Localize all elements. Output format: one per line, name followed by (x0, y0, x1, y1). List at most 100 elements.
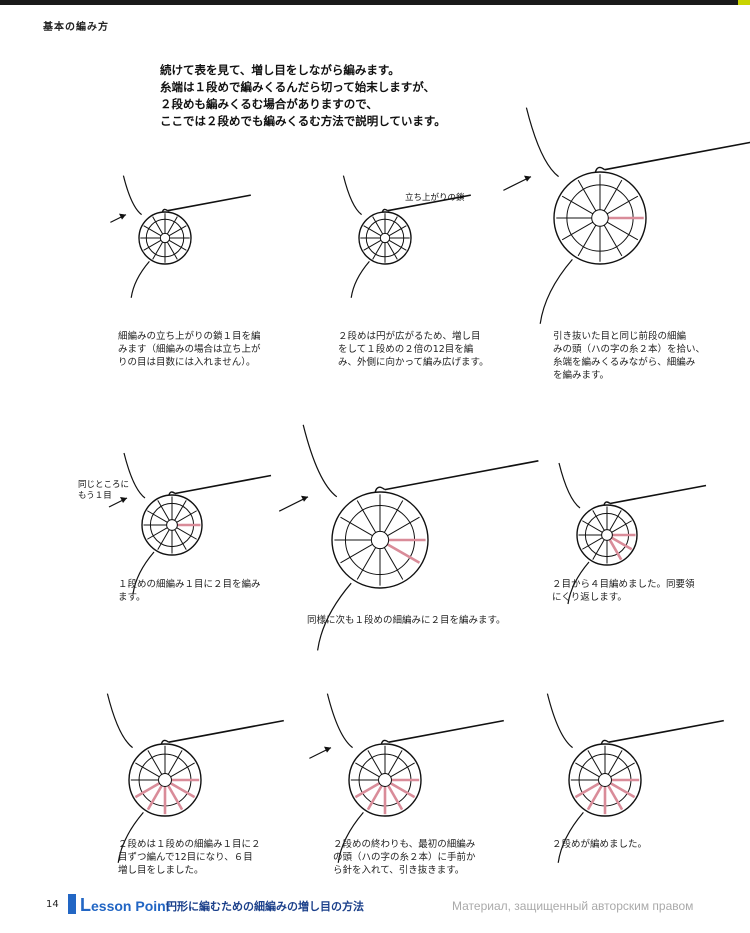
step-6-caption: ２目から４目編めました。同要領 にくり返します。 (552, 578, 695, 604)
stitch-mark (146, 784, 163, 811)
step-7-caption: ２段めは１段めの細編み１目に２ 目ずつ編んで12目になり、６目 増し目をしました… (118, 838, 261, 877)
stitch-mark (372, 216, 384, 235)
step-2-caption: ２段めは円が広がるため、増し目 をして１段めの２倍の12目を編 み、外側に向かっ… (338, 330, 489, 369)
caption-line: をして１段めの２倍の12目を編 (338, 344, 474, 355)
stitch-mark (386, 216, 398, 235)
stitch-mark (147, 750, 163, 775)
stitch-mark (387, 516, 420, 537)
yarn-strand (539, 259, 573, 324)
crochet-hook-icon (387, 194, 471, 212)
top-rule-accent (738, 0, 750, 5)
stitch-mark (587, 750, 603, 775)
hook-tip (381, 208, 389, 213)
stitch-mark (143, 225, 162, 237)
stitch-mark (387, 784, 404, 811)
arrow-head (324, 746, 331, 753)
crochet-hook-icon (608, 719, 724, 743)
yarn-strand (123, 452, 146, 499)
hook-tip (168, 491, 176, 496)
stitch-mark (167, 750, 183, 775)
yarn-strand (546, 693, 573, 749)
stitch-mark (592, 510, 605, 531)
caption-line: ２目から４目編めました。同要領 (552, 579, 695, 590)
stitch-mark (386, 543, 421, 564)
crochet-hook-icon (384, 460, 539, 491)
stitch-mark (606, 221, 639, 241)
stitch-mark (174, 529, 187, 550)
arrow-head (524, 175, 531, 182)
hook-tip (600, 739, 610, 745)
arrow-head (301, 495, 308, 502)
step-4-illustration (108, 452, 272, 595)
stitch-mark (152, 241, 164, 260)
stitch-mark (611, 520, 632, 533)
callout-line: 同じところに (78, 480, 130, 490)
stitch-mark (607, 750, 623, 775)
stitch-mark (383, 500, 404, 533)
stitch-mark (388, 225, 407, 237)
stitch-mark (152, 216, 164, 235)
step-3-caption: 引き抜いた目と同じ前段の細編 みの頭（ハの字の糸２本）を拾い、 糸端を編みくるみ… (553, 330, 705, 382)
stitch-mark (606, 195, 639, 215)
yarn-strand (130, 261, 150, 298)
stitch-mark (561, 221, 594, 241)
crochet-hook-icon (388, 719, 504, 743)
stitch-mark (134, 782, 161, 799)
copyright-watermark: Материал, защищенный авторским правом (452, 899, 694, 913)
page-number: 14 (46, 899, 59, 910)
stitch-mark (610, 762, 635, 778)
crochet-hook-icon (174, 474, 272, 495)
crochet-hook-icon (609, 484, 707, 505)
step-9-illustration (546, 693, 724, 863)
stitch-mark (372, 241, 384, 260)
stitch-mark (340, 543, 373, 564)
stitch-mark (356, 500, 377, 533)
stitch-mark (611, 536, 633, 551)
stitch-mark (608, 539, 623, 561)
stitch-mark (607, 784, 624, 811)
caption-line: 糸端を編みくるみながら、細編み (553, 357, 696, 368)
ring-center (166, 519, 178, 531)
hook-tip (160, 739, 170, 745)
stitch-mark (340, 516, 373, 537)
callout-same-place: 同じところに もう１目 (78, 480, 129, 502)
caption-line: 引き抜いた目と同じ前段の細編 (553, 331, 687, 342)
yarn-strand (106, 693, 133, 749)
intro-line: ２段めも編みくるむ場合がありますので、 (160, 97, 378, 111)
caption-line: みの頭（ハの字の糸２本）を拾い、 (553, 344, 706, 355)
yarn-strand (337, 812, 364, 863)
stitch-mark (574, 782, 601, 799)
intro-text: 続けて表を見て、増し目をしながら編みます。 糸端は１段めで編みくるんだら切って始… (160, 62, 500, 130)
stitch-mark (586, 784, 603, 811)
stitch-mark (367, 750, 383, 775)
step-9-caption: ２段めが編めました。 (552, 838, 647, 851)
stitch-mark (356, 547, 377, 580)
callout-chain-label: 立ち上がりの鎖 (405, 193, 465, 203)
arrow-head (120, 497, 127, 503)
stitch-mark (582, 520, 603, 533)
stitch-mark (603, 224, 623, 257)
stitch-mark (582, 537, 603, 550)
callout-line: もう１目 (78, 491, 112, 501)
caption-line: ２段めの終わりも、最初の細編み (333, 839, 476, 850)
stitch-mark (577, 179, 597, 212)
caption-line: 増し目をしました。 (118, 865, 204, 876)
stitch-mark (603, 179, 623, 212)
step-5-illustration (278, 424, 539, 651)
yarn-strand (302, 424, 338, 498)
yarn-strand (525, 107, 559, 178)
stitch-mark (157, 500, 170, 521)
crochet-hook-icon (168, 719, 284, 743)
stitch-mark (609, 510, 622, 531)
step-8-caption: ２段めの終わりも、最初の細編み の頭（ハの字の糸２本）に手前か ら針を入れて、引… (333, 838, 476, 877)
caption-line: み、外側に向かって編み広げます。 (338, 357, 489, 368)
lesson-point-logo: Lesson Point (80, 895, 170, 916)
caption-line: ら針を入れて、引き抜きます。 (333, 865, 465, 876)
yarn-strand (132, 551, 155, 595)
stitch-mark (168, 225, 187, 237)
stitch-mark (387, 750, 403, 775)
arrow-head (119, 213, 126, 220)
stitch-mark (386, 241, 398, 260)
step-7-illustration (106, 693, 284, 863)
footer-accent-bar (68, 894, 76, 914)
